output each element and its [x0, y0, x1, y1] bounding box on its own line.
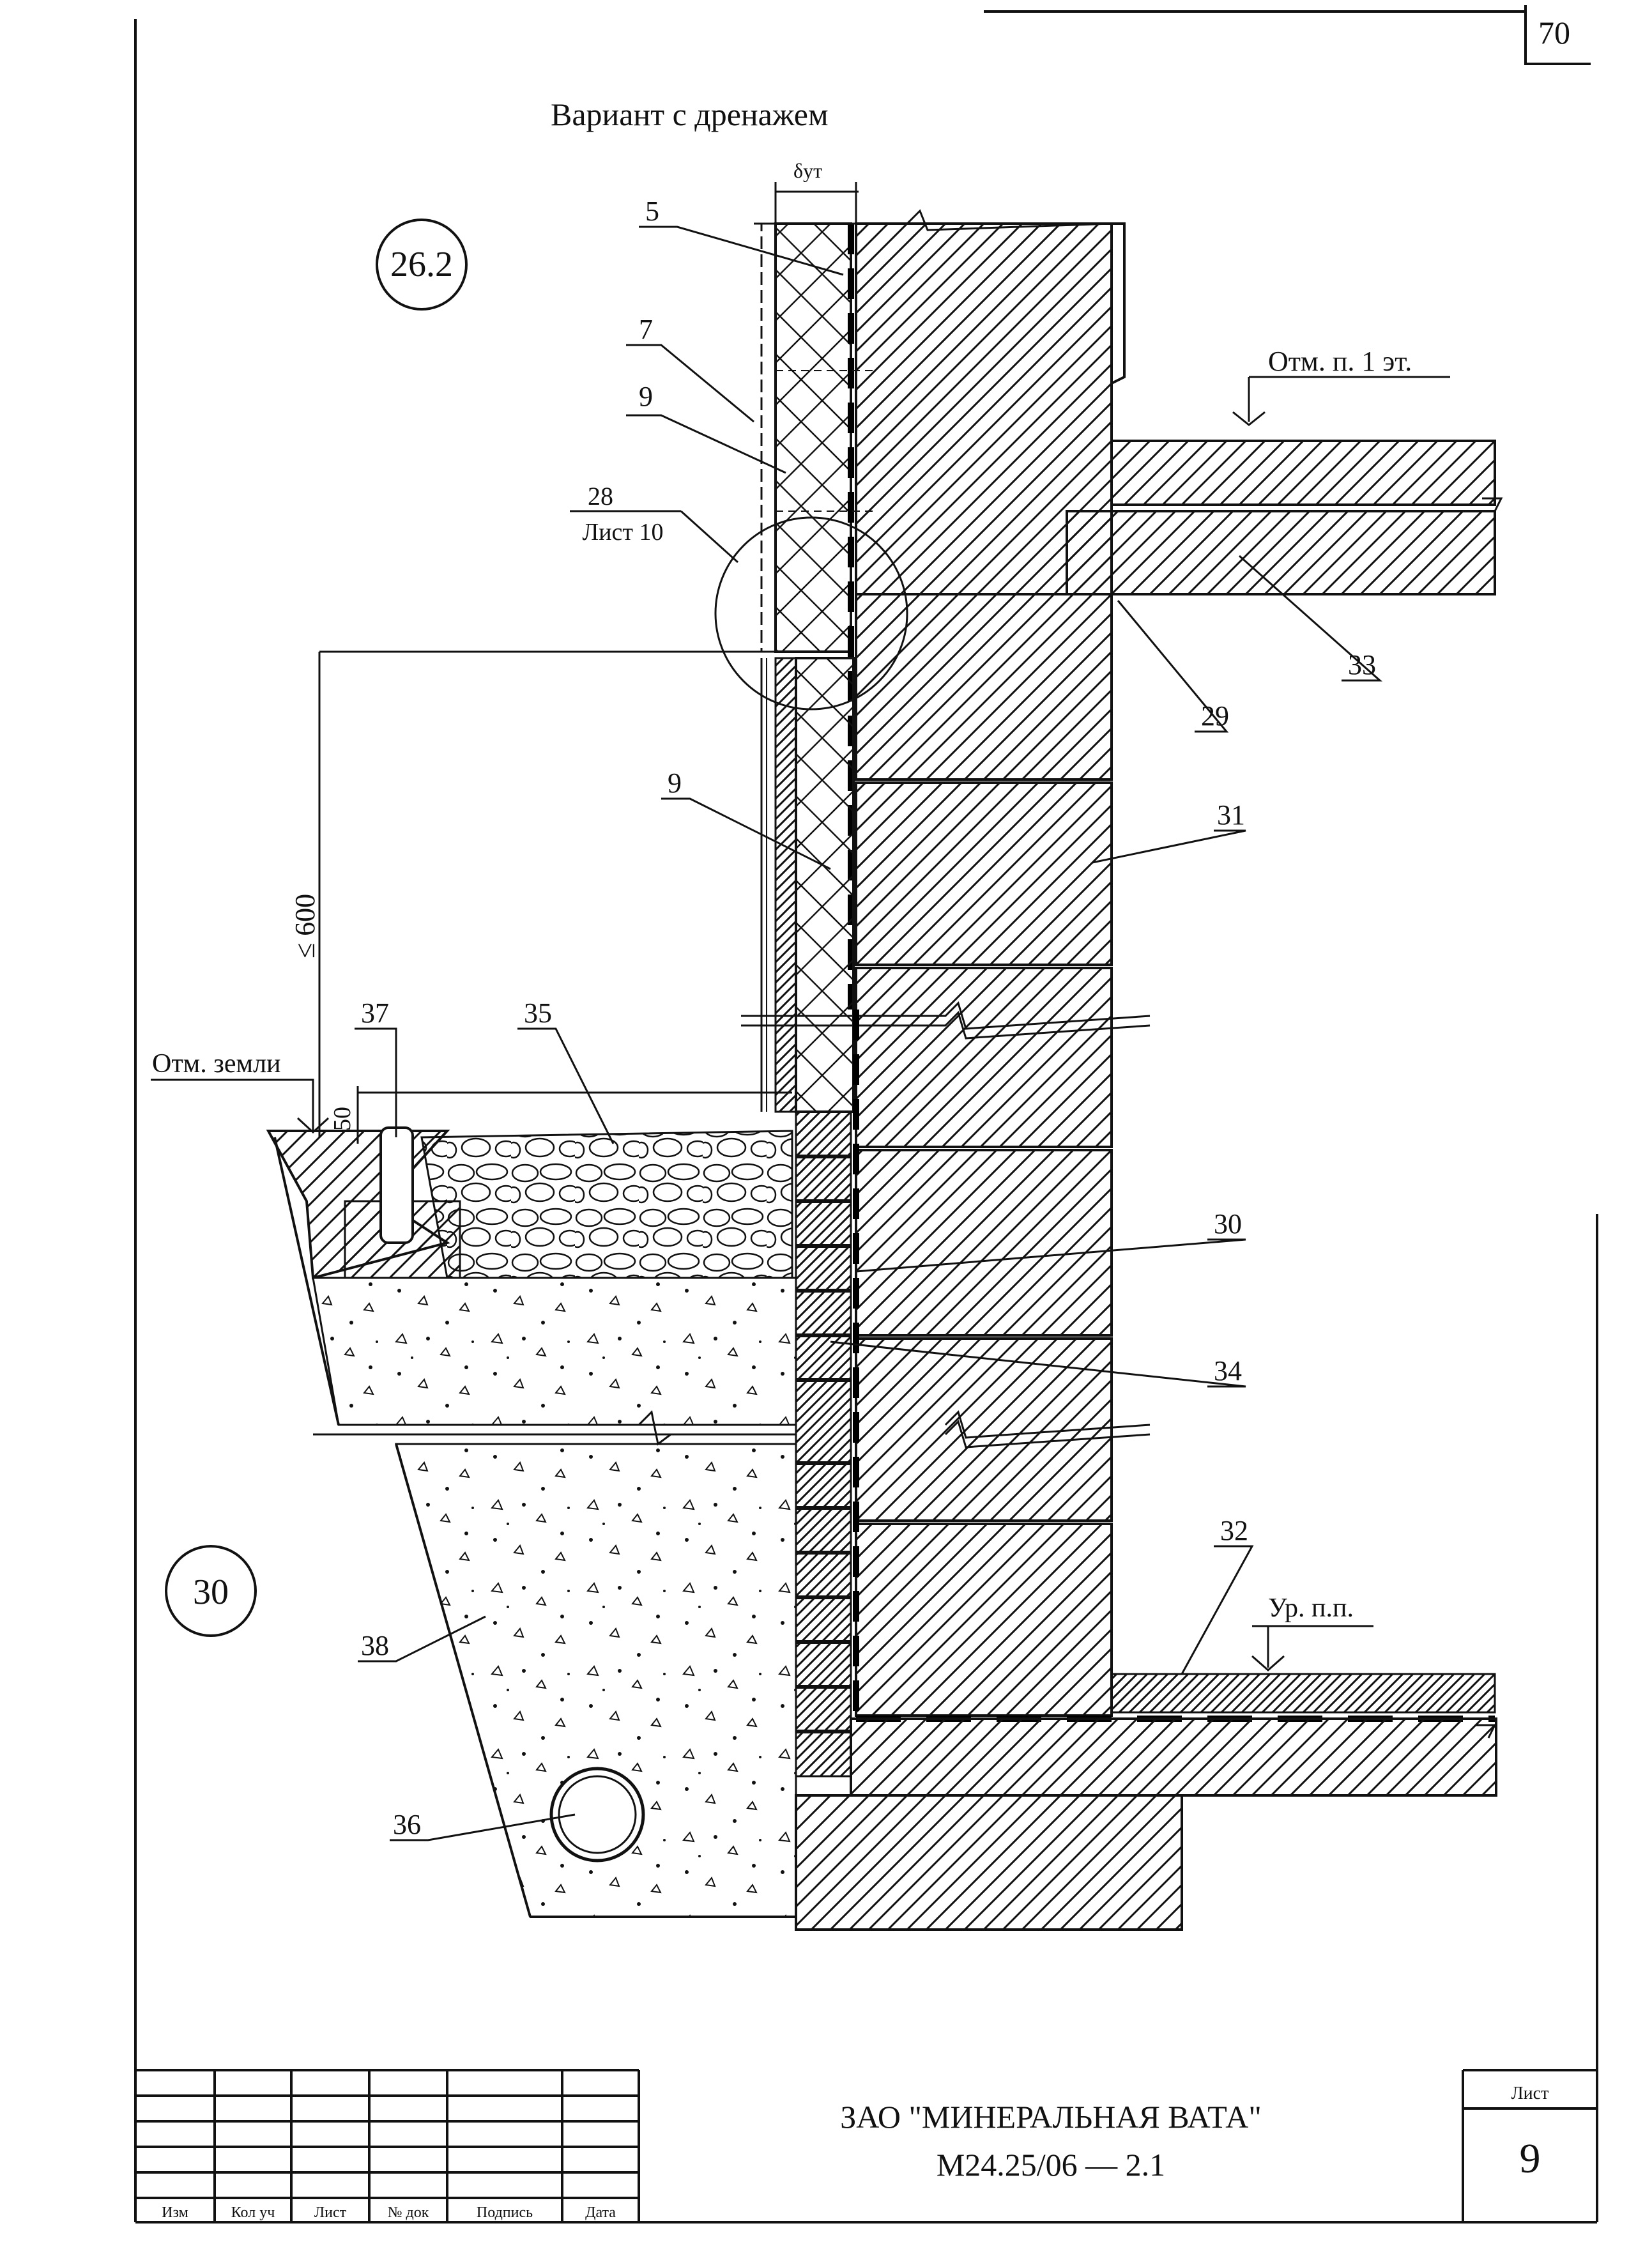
callout-34: 34 [1214, 1355, 1242, 1386]
step-dimension-label: 50 [329, 1107, 356, 1131]
sheet-reference: 28 Лист 10 [570, 482, 739, 564]
svg-text:Дата: Дата [585, 2204, 616, 2221]
level-first-floor: Отм. п. 1 эт. [1232, 346, 1450, 426]
ground-and-drainage [266, 1126, 797, 1918]
callout-32: 32 [1220, 1515, 1248, 1546]
sheet-number: 9 [1520, 2135, 1541, 2182]
edge-curb [379, 1126, 414, 1244]
organization-name: ЗАО "МИНЕРАЛЬНАЯ ВАТА" [840, 2099, 1262, 2135]
floor-beam [1066, 510, 1496, 595]
level-ground: Отм. земли [151, 1049, 330, 1134]
wall-block-4 [855, 1149, 1113, 1337]
callout-35: 35 [524, 997, 552, 1029]
floor-slab-first-floor [1110, 440, 1496, 506]
insulation-plinth [795, 657, 855, 1113]
title-block-columns: Изм Кол уч Лист № док Подпись Дата [162, 2204, 616, 2221]
basement-floor [795, 1673, 1497, 1931]
upper-wall-section: δут [754, 159, 1503, 1010]
callout-36: 36 [393, 1809, 421, 1840]
callout-9-lower: 9 [668, 767, 682, 799]
drain-pipe [549, 1767, 645, 1862]
wall-block-3 [855, 967, 1113, 1148]
wall-block-1 [855, 593, 1113, 781]
svg-text:Ур. п.п.: Ур. п.п. [1268, 1594, 1354, 1623]
svg-text:Лист: Лист [314, 2204, 347, 2221]
svg-text:№ док: № док [388, 2204, 429, 2221]
callout-5: 5 [645, 196, 659, 227]
insulation-upper [774, 222, 852, 653]
render-layer-upper [760, 222, 777, 653]
callout-leaders [355, 226, 1382, 1841]
height-dimension [318, 650, 811, 1144]
callout-numbers: 5 7 9 9 29 33 31 37 35 30 34 32 38 36 [361, 196, 1376, 1840]
sheet-frame [134, 5, 1598, 2223]
foundation-wall-blocks [741, 593, 1151, 1778]
callout-38: 38 [361, 1630, 389, 1661]
svg-text:Подпись: Подпись [477, 2204, 533, 2221]
svg-text:Кол уч: Кол уч [231, 2204, 275, 2221]
svg-text:Изм: Изм [162, 2204, 188, 2221]
gravel-fill [420, 1130, 793, 1279]
callout-37: 37 [361, 997, 389, 1029]
detail-marker-26-2: 26.2 [376, 219, 468, 311]
svg-text:Отм. земли: Отм. земли [152, 1049, 281, 1079]
detail-callout-circle [714, 516, 908, 710]
height-limit-label: ≤ 600 [289, 894, 321, 958]
insulation-thickness-dimension [774, 182, 859, 224]
svg-text:Отм. п. 1 эт.: Отм. п. 1 эт. [1268, 346, 1412, 377]
callout-33: 33 [1348, 649, 1376, 680]
foundation-footing [795, 1794, 1183, 1931]
level-floor: Ур. п.п. [1251, 1594, 1373, 1671]
insulation-thickness-label: δут [793, 159, 822, 182]
wall-block-6 [855, 1523, 1113, 1717]
wall-block-2 [855, 781, 1113, 966]
page-number: 70 [1538, 15, 1570, 50]
callout-7: 7 [639, 314, 653, 345]
document-code: М24.25/06 — 2.1 [937, 2147, 1165, 2183]
detail-marker-30: 30 [165, 1545, 257, 1637]
protective-layer-plinth [774, 657, 797, 1113]
svg-text:Лист 10: Лист 10 [582, 519, 663, 546]
below-grade-protection [795, 1110, 852, 1778]
callout-31: 31 [1217, 799, 1245, 831]
callout-29: 29 [1201, 700, 1229, 732]
callout-30: 30 [1214, 1208, 1242, 1240]
floor-finish-layer [1110, 1673, 1496, 1714]
svg-text:30: 30 [193, 1572, 229, 1612]
drawing-caption: Вариант с дренажем [551, 96, 829, 132]
svg-text:28: 28 [588, 482, 613, 511]
svg-text:26.2: 26.2 [390, 245, 453, 284]
title-block [135, 2069, 1597, 2222]
callout-9-upper: 9 [639, 381, 653, 412]
sheet-label: Лист [1511, 2084, 1549, 2103]
foundation-slab [850, 1717, 1497, 1797]
sand-backfill-upper [312, 1277, 797, 1426]
